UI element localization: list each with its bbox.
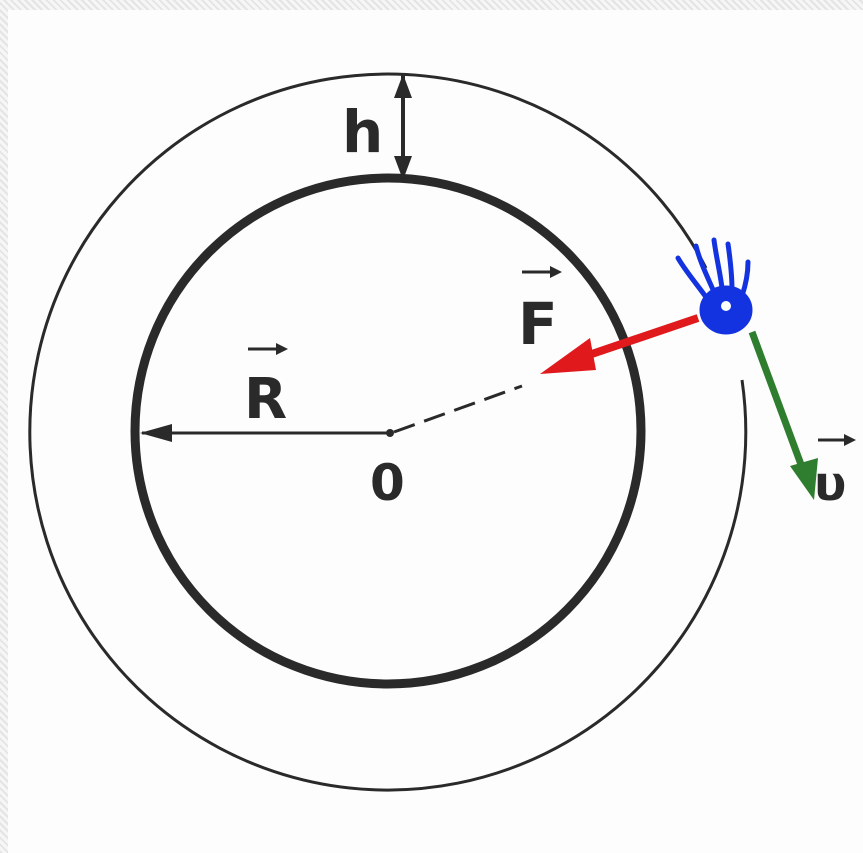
center-dashed-line bbox=[393, 384, 523, 434]
force-arrow bbox=[540, 314, 700, 374]
height-dimension bbox=[394, 74, 412, 180]
planet-circle bbox=[130, 173, 646, 689]
radius-vector bbox=[140, 424, 394, 442]
velocity-arrow bbox=[748, 330, 818, 500]
hand-shaped-satellite-icon bbox=[675, 237, 753, 335]
height-label: h bbox=[342, 98, 383, 166]
orbit-circle bbox=[28, 72, 748, 792]
radius-label-text: R bbox=[244, 367, 287, 432]
force-label-text: F bbox=[518, 290, 558, 358]
velocity-label: υ bbox=[814, 434, 856, 512]
velocity-label-text: υ bbox=[814, 456, 846, 512]
force-label: F bbox=[518, 266, 562, 358]
radius-label: R bbox=[244, 343, 288, 432]
center-label: 0 bbox=[370, 454, 405, 512]
